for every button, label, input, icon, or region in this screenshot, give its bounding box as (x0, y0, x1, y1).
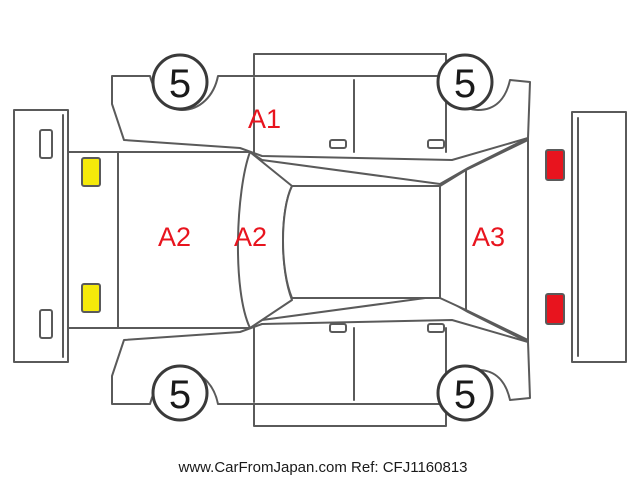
tire-front-right: 5 (151, 364, 209, 422)
tire-front-left: 5 (151, 53, 209, 111)
car-body-top-view (67, 137, 565, 343)
watermark-footer: www.CarFromJapan.com Ref: CFJ1160813 (178, 459, 468, 476)
rear-light-bottom (545, 293, 565, 325)
damage-label-hood: A2 (158, 222, 191, 252)
tire-rear-left: 5 (436, 53, 494, 111)
car-side-bottom (111, 319, 531, 427)
front-bumper (13, 109, 69, 363)
rear-bumper (571, 111, 627, 363)
damage-label-top-door: A1 (248, 104, 281, 134)
damage-label-windshield: A2 (234, 222, 267, 252)
front-light-bottom (81, 283, 101, 313)
tire-rating-front-left: 5 (169, 62, 191, 106)
rear-glass (439, 169, 467, 311)
damage-label-rear-glass: A3 (472, 222, 505, 252)
front-light-top (81, 157, 101, 187)
tire-rating-front-right: 5 (169, 373, 191, 417)
roof (282, 185, 441, 299)
tire-rating-rear-right: 5 (454, 373, 476, 417)
rear-light-top (545, 149, 565, 181)
tire-rear-right: 5 (436, 364, 494, 422)
car-side-top (111, 53, 531, 161)
tire-rating-rear-left: 5 (454, 62, 476, 106)
